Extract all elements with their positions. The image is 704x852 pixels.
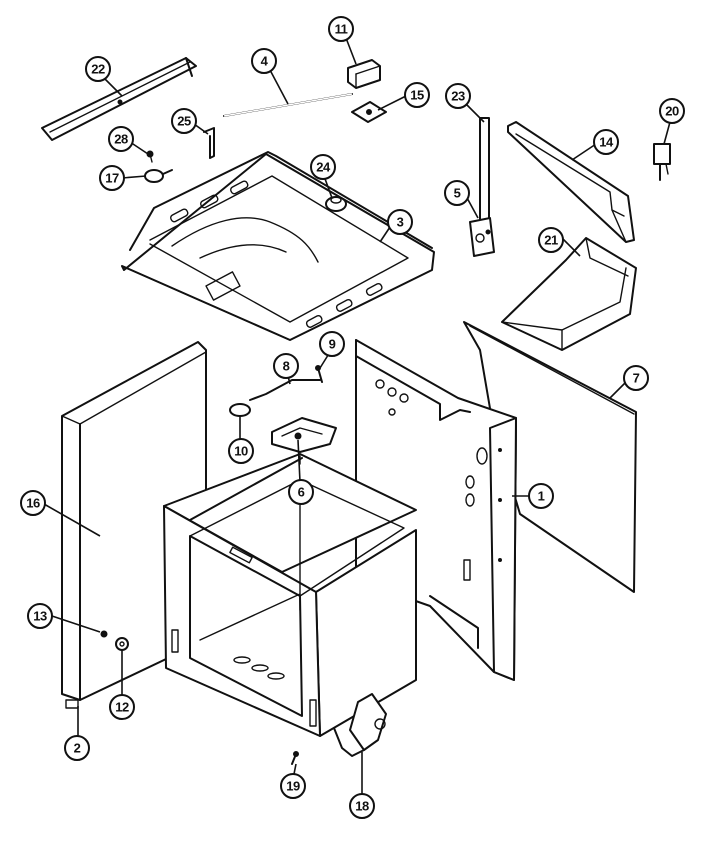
svg-text:25: 25 [177,114,191,129]
svg-text:3: 3 [397,215,404,230]
svg-text:16: 16 [26,496,40,511]
svg-text:6: 6 [298,485,305,500]
callout-24: 24 [310,154,336,180]
part-15-plate [351,101,387,123]
part-14-duct [507,121,635,243]
callout-13: 13 [27,603,53,629]
callout-6: 6 [288,479,314,505]
svg-text:11: 11 [335,22,348,37]
svg-text:24: 24 [316,160,331,175]
callout-28: 28 [108,126,134,152]
svg-text:8: 8 [283,359,290,374]
callout-23: 23 [445,83,471,109]
callout-9: 9 [319,331,345,357]
callout-19: 19 [280,773,306,799]
callout-10: 10 [228,438,254,464]
part-7-back-panel [463,321,637,593]
part-18-hinge [333,693,387,757]
callout-14: 14 [593,129,619,155]
callout-20: 20 [659,98,685,124]
svg-text:10: 10 [234,444,248,459]
callout-22: 22 [85,56,111,82]
callout-12: 12 [109,694,135,720]
part-13-screw [100,630,108,638]
callout-16: 16 [20,490,46,516]
svg-text:1: 1 [538,489,545,504]
part-21-air-box [501,237,637,351]
callout-17: 17 [99,165,125,191]
svg-text:4: 4 [261,54,269,69]
callout-1: 1 [528,483,554,509]
svg-text:2: 2 [74,741,81,756]
svg-text:12: 12 [115,700,129,715]
part-3-burner-box [121,151,435,341]
callout-21: 21 [538,227,564,253]
svg-text:13: 13 [33,609,47,624]
svg-text:7: 7 [633,371,640,386]
callout-4: 4 [251,48,277,74]
svg-text:14: 14 [599,135,614,150]
part-5-valve [469,217,495,257]
part-25-bracket [203,127,215,159]
part-6-bracket [271,417,337,453]
callout-8: 8 [273,353,299,379]
callout-15: 15 [404,82,430,108]
svg-text:28: 28 [114,132,128,147]
part-4-rod [223,93,353,117]
callout-3: 3 [387,209,413,235]
part-11-clip [347,59,381,89]
part-8-rod [249,379,321,401]
svg-text:21: 21 [544,233,558,248]
svg-text:22: 22 [91,62,105,77]
svg-text:17: 17 [105,171,119,186]
part-10-knob [229,403,251,417]
callout-7: 7 [623,365,649,391]
oven-cavity [163,453,417,737]
part-28-screw [146,150,154,163]
svg-text:20: 20 [665,104,679,119]
callout-11: 11 [328,16,354,42]
svg-text:19: 19 [286,779,300,794]
svg-text:5: 5 [454,186,461,201]
part-20-switch [653,143,671,181]
part-23-tube [479,117,490,231]
callout-18: 18 [349,793,375,819]
svg-text:18: 18 [355,799,369,814]
callout-25: 25 [171,108,197,134]
part-12-grommet [115,637,129,651]
part-19-screw [291,751,299,765]
svg-text:23: 23 [451,89,465,104]
part-17-igniter [144,169,173,183]
callout-2: 2 [64,735,90,761]
callout-5: 5 [444,180,470,206]
part-9-screw [315,365,323,383]
part-22-top-rail [41,57,197,141]
part-1-side-panel [355,339,517,681]
svg-text:9: 9 [329,337,336,352]
part-24-knob [325,196,347,212]
svg-text:15: 15 [410,88,424,103]
